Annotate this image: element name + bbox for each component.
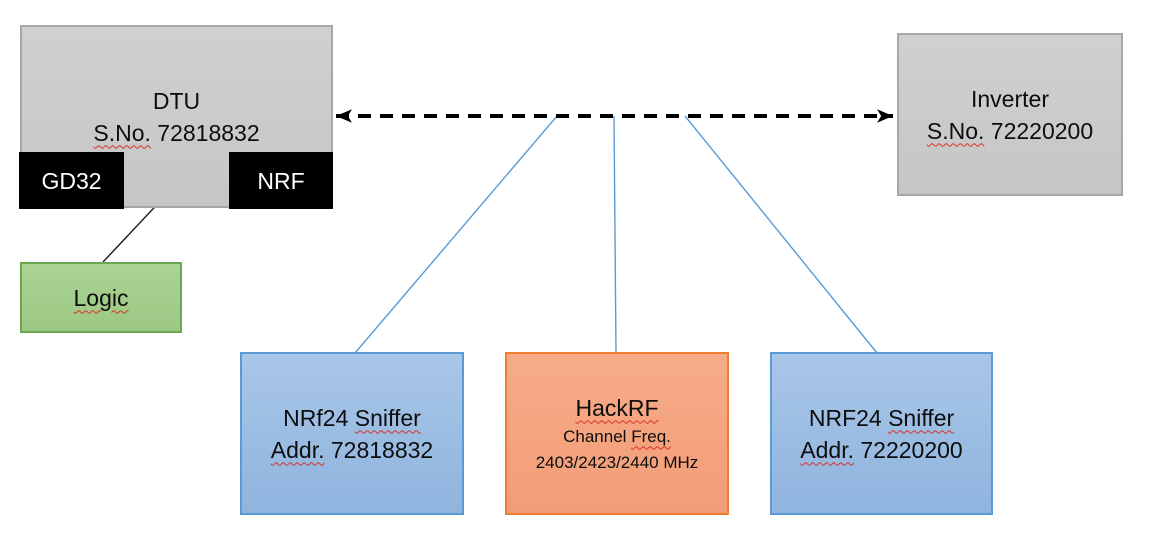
logic-label: Logic	[73, 284, 129, 311]
inverter-box: Inverter S.No. 72220200	[897, 33, 1123, 196]
sniffer-right-title-word: Sniffer	[888, 404, 955, 431]
gd32-label: GD32	[41, 167, 102, 194]
connector-sniffer-right-line	[684, 115, 878, 354]
sniffer-right-addr: Addr. 72220200	[800, 434, 962, 466]
connector-hackrf-line	[613, 115, 617, 354]
hackrf-subtitle: Channel Freq.	[563, 424, 671, 450]
logic-box: Logic	[20, 262, 182, 333]
connector-sniffer-left-line	[354, 115, 558, 354]
dtu-serial: S.No. 72818832	[93, 117, 259, 149]
sniffer-left-addr: Addr. 72818832	[271, 434, 433, 466]
inverter-title: Inverter	[971, 85, 1049, 112]
logic-label-line: Logic	[74, 282, 129, 314]
hackrf-subtitle-prefix: Channel	[563, 426, 627, 446]
sniffer-left-box: NRf24 Sniffer Addr. 72818832	[240, 352, 464, 515]
dtu-serial-number: 72818832	[157, 119, 260, 146]
sniffer-left-title-word: Sniffer	[354, 404, 421, 431]
hackrf-frequencies: 2403/2423/2440 MHz	[535, 452, 699, 472]
inverter-serial: S.No. 72220200	[927, 115, 1093, 147]
hackrf-subtitle-word: Freq.	[631, 426, 671, 446]
hackrf-title: HackRF	[575, 394, 659, 421]
sniffer-left-addr-label: Addr.	[270, 436, 325, 463]
sniffer-left-addr-number: 72818832	[330, 436, 434, 463]
sniffer-left-title-prefix: NRf24	[283, 404, 349, 431]
sniffer-left-title: NRf24 Sniffer	[283, 402, 421, 434]
sniffer-right-title: NRF24 Sniffer	[809, 402, 954, 434]
inverter-serial-label: S.No.	[926, 117, 985, 144]
sniffer-right-box: NRF24 Sniffer Addr. 72220200	[770, 352, 993, 515]
sniffer-right-title-prefix: NRF24	[808, 404, 882, 431]
dtu-title: DTU	[152, 87, 201, 114]
sniffer-right-addr-label: Addr.	[800, 436, 854, 463]
sniffer-right-addr-number: 72220200	[860, 436, 963, 463]
hackrf-title-line: HackRF	[575, 392, 658, 424]
nrf-label: NRF	[257, 167, 305, 194]
inverter-serial-number: 72220200	[990, 117, 1094, 144]
gd32-chip: GD32	[19, 152, 124, 209]
nrf-chip: NRF	[229, 152, 333, 209]
dtu-serial-label: S.No.	[93, 119, 151, 146]
hackrf-box: HackRF Channel Freq. 2403/2423/2440 MHz	[505, 352, 729, 515]
